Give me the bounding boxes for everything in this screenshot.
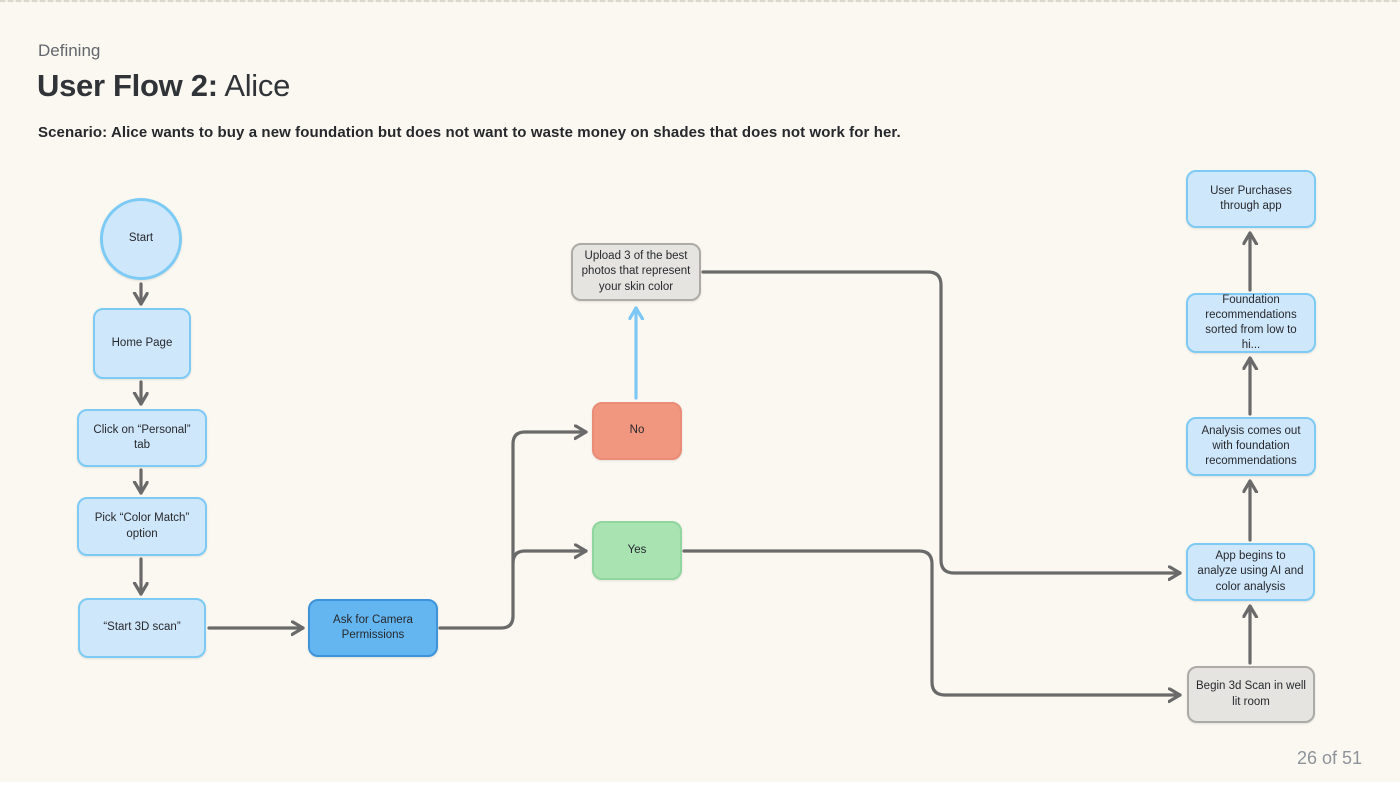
flow-node-home-page[interactable]: Home Page [93, 308, 191, 379]
slide-title-bold: User Flow 2: [37, 68, 218, 103]
flow-node-color-match[interactable]: Pick “Color Match” option [77, 497, 207, 556]
slide-title: User Flow 2: Alice [37, 68, 290, 104]
flow-node-app-analyzes[interactable]: App begins to analyze using AI and color… [1186, 543, 1315, 601]
edge-camera-no [438, 432, 588, 630]
flow-node-no[interactable]: No [592, 402, 682, 460]
flow-node-camera-permissions[interactable]: Ask for Camera Permissions [308, 599, 438, 657]
slide-title-name: Alice [224, 68, 291, 103]
flow-node-start[interactable]: Start [100, 198, 182, 280]
scenario-text: Scenario: Alice wants to buy a new found… [38, 124, 901, 141]
canvas-top-border [0, 0, 1400, 2]
flow-node-start-3d-scan[interactable]: “Start 3D scan” [78, 598, 206, 658]
slide-eyebrow: Defining [38, 41, 101, 60]
page-indicator: 26 of 51 [1296, 748, 1362, 768]
bottom-edge-strip [0, 782, 1400, 787]
flow-node-foundation-recs[interactable]: Foundation recommendations sorted from l… [1186, 293, 1316, 353]
flow-node-yes[interactable]: Yes [592, 521, 682, 580]
edge-camera-yes [511, 551, 588, 565]
flow-node-personal-tab[interactable]: Click on “Personal” tab [77, 409, 207, 467]
flow-node-upload-photos[interactable]: Upload 3 of the best photos that represe… [571, 243, 701, 301]
flow-node-user-purchases[interactable]: User Purchases through app [1186, 170, 1316, 228]
flow-node-begin-3d-scan[interactable]: Begin 3d Scan in well lit room [1187, 666, 1315, 723]
flow-node-analysis-results[interactable]: Analysis comes out with foundation recom… [1186, 417, 1316, 476]
edge-upload-appanalyze [701, 270, 1182, 573]
edge-yes-begin3d [682, 549, 1182, 695]
